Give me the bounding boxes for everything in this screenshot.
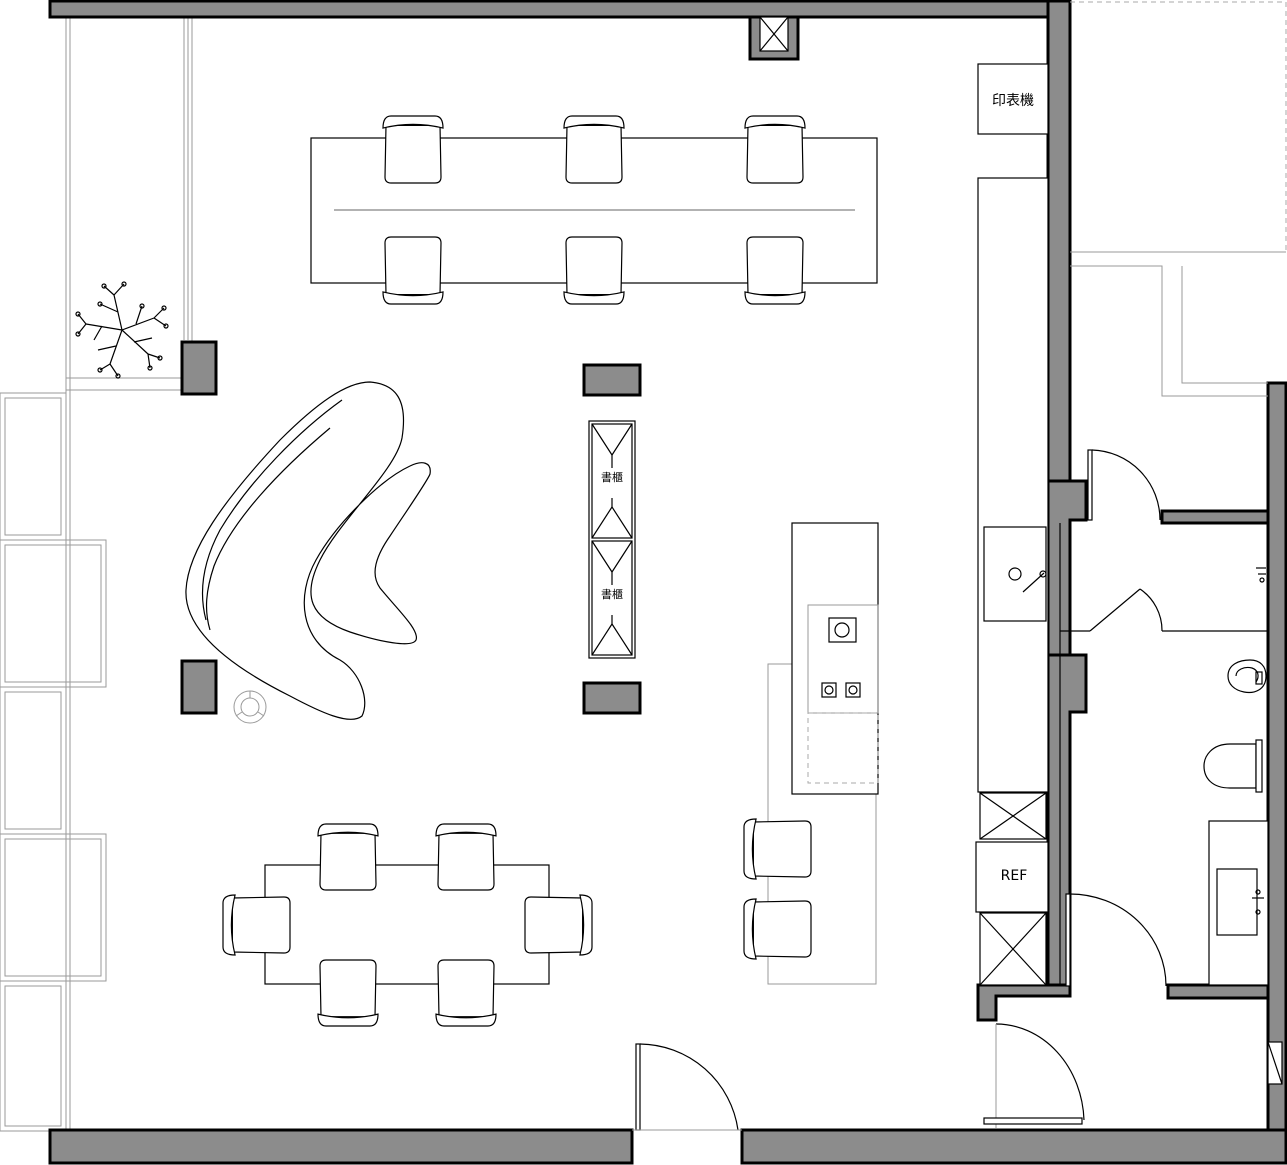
kitchen-island <box>767 522 879 985</box>
dining-table <box>264 864 550 985</box>
bookshelf-top-label: 書櫃 <box>601 470 623 484</box>
chair <box>524 894 593 956</box>
chair <box>222 894 291 956</box>
boomerang-sofa <box>185 381 431 720</box>
conference-chairs <box>382 115 806 305</box>
chair <box>435 823 497 891</box>
printer: 印表機 <box>977 63 1049 135</box>
bookshelf <box>588 420 636 659</box>
chair <box>744 236 806 305</box>
wall-counter <box>975 177 1049 986</box>
chair <box>744 115 806 184</box>
planter <box>65 14 193 391</box>
chair <box>435 959 497 1027</box>
walls <box>48 0 1287 1165</box>
bathroom-fixtures <box>1203 567 1269 986</box>
doors <box>632 449 1283 1131</box>
chair <box>743 898 812 960</box>
bar-stools <box>743 818 812 960</box>
exterior-outline <box>1070 1 1287 397</box>
dining-chairs <box>222 823 593 1027</box>
chair <box>563 236 625 305</box>
refrigerator-label: REF <box>1001 868 1028 884</box>
chair <box>563 115 625 184</box>
bookshelf-bottom-label: 書櫃 <box>601 587 623 601</box>
chair <box>382 236 444 305</box>
printer-label: 印表機 <box>992 93 1034 109</box>
window-frames <box>0 15 107 1132</box>
chair <box>382 115 444 184</box>
chair <box>317 823 379 891</box>
chair <box>743 818 812 880</box>
chair <box>317 959 379 1027</box>
columns <box>180 340 642 715</box>
plant-icon <box>75 281 169 379</box>
floor-lamp-icon <box>233 690 267 724</box>
